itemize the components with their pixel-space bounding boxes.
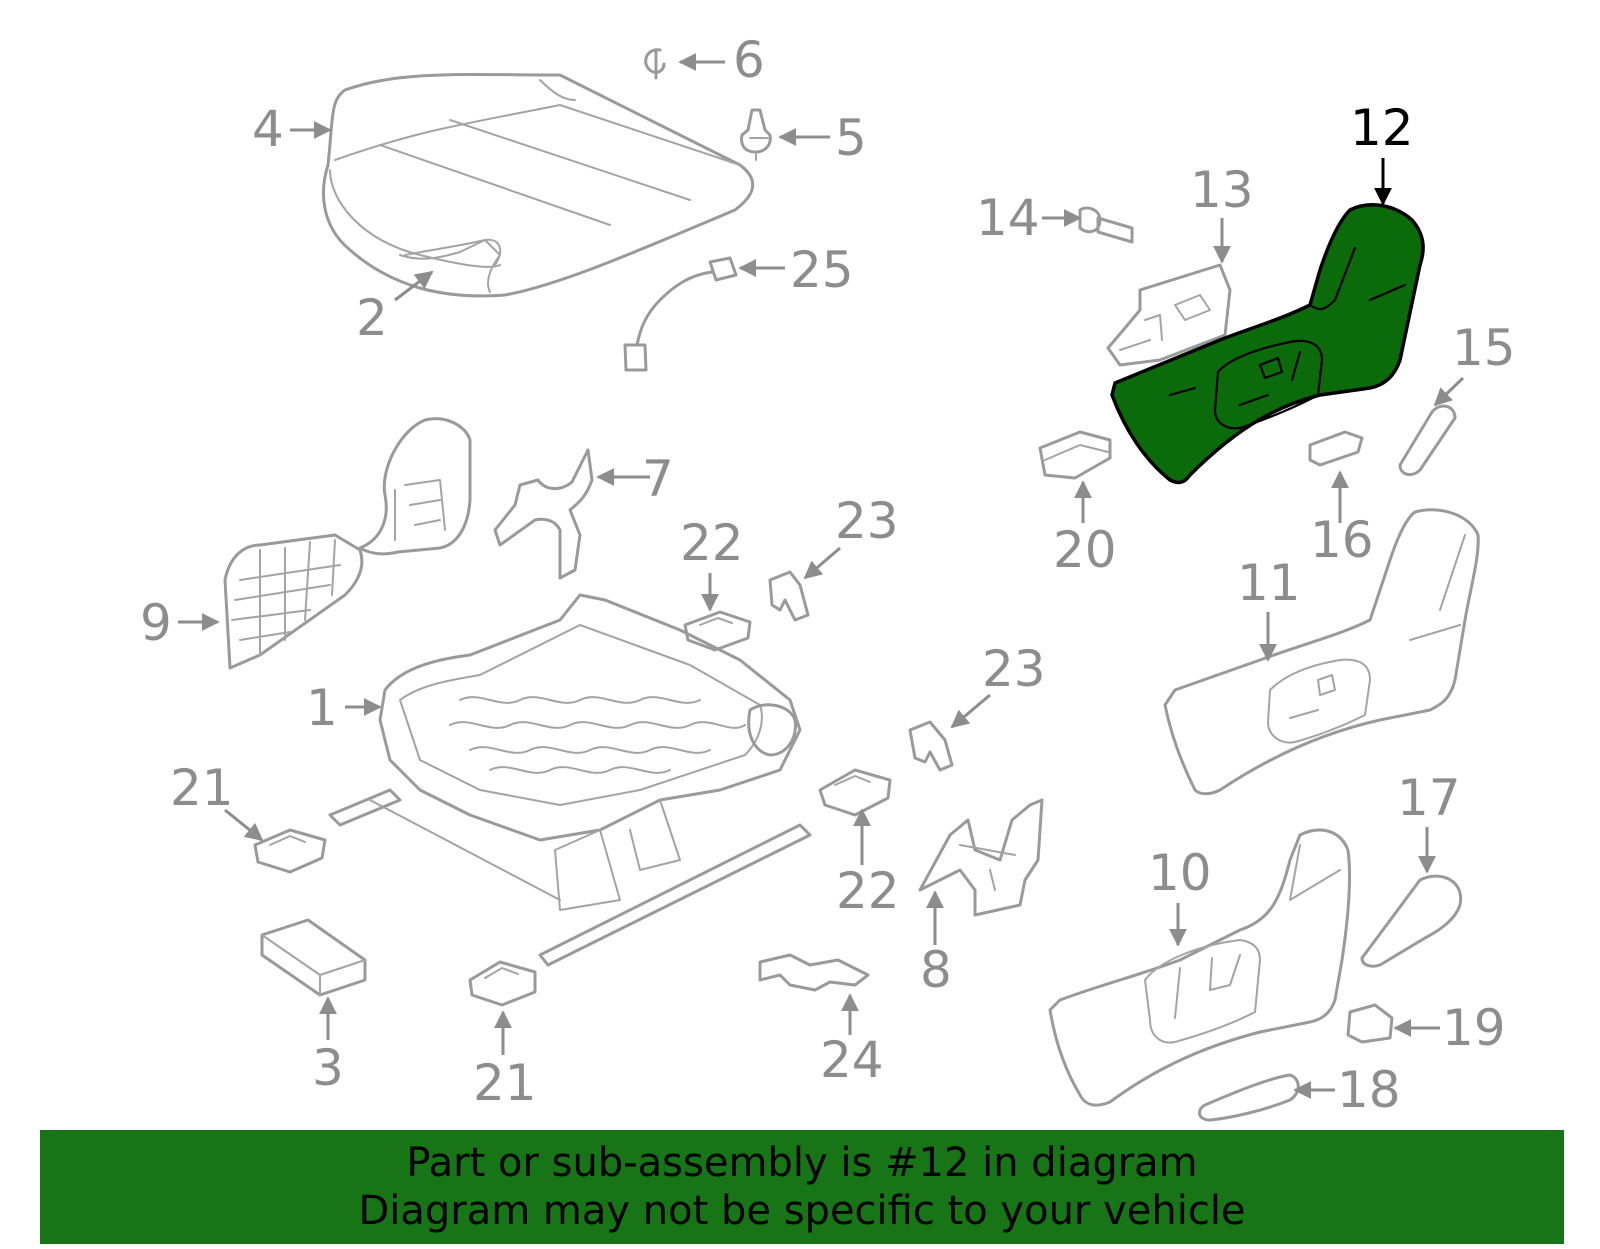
side-shield-part-11: [1163, 508, 1480, 796]
clip-part-19: [1346, 1003, 1394, 1044]
knob-part-15: [1398, 404, 1457, 477]
knob-part-17: [1360, 874, 1463, 968]
bolt-part-14: [1078, 206, 1134, 244]
callout-5: 5: [835, 109, 867, 167]
callout-18: 18: [1337, 1061, 1401, 1119]
banner-line-part-number: Part or sub-assembly is #12 in diagram: [406, 1140, 1198, 1186]
clip-part-6: [644, 48, 666, 80]
callout-23a: 23: [835, 492, 899, 550]
callout-13: 13: [1190, 161, 1254, 219]
info-banner: Part or sub-assembly is #12 in diagram D…: [40, 1130, 1564, 1244]
sensor-part-24: [758, 953, 870, 992]
callout-10: 10: [1148, 844, 1212, 902]
seat-back-panel-part-9: [223, 417, 472, 670]
callout-17: 17: [1397, 769, 1461, 827]
callout-22b: 22: [836, 862, 900, 920]
callout-14: 14: [976, 189, 1040, 247]
callout-1: 1: [306, 679, 338, 737]
callout-3: 3: [312, 1039, 344, 1097]
callout-23b: 23: [982, 640, 1046, 698]
cover-part-21b: [468, 960, 537, 1007]
callout-arrows: [178, 53, 1465, 1099]
cover-part-21a: [253, 828, 327, 874]
callout-19: 19: [1442, 999, 1506, 1057]
knob-part-16: [1308, 430, 1364, 467]
callout-2: 2: [356, 289, 388, 347]
clip-part-23a: [768, 570, 810, 622]
callout-25: 25: [790, 241, 854, 299]
callout-12-highlighted: 12: [1350, 99, 1414, 157]
callout-8: 8: [920, 941, 952, 999]
control-module-part-3: [260, 918, 367, 997]
callout-21a: 21: [170, 759, 234, 817]
callout-9: 9: [140, 594, 172, 652]
cover-part-18: [1197, 1073, 1300, 1122]
callout-21b: 21: [473, 1054, 537, 1112]
wire-harness-part-25: [623, 256, 738, 372]
bracket-part-8: [918, 798, 1044, 917]
callout-11: 11: [1237, 554, 1301, 612]
seat-switch-part-13: [1106, 263, 1232, 367]
side-shield-part-12-highlighted: [1110, 203, 1425, 485]
cover-part-22a: [683, 610, 752, 652]
clip-part-23b: [908, 720, 954, 772]
cover-part-22b: [818, 768, 892, 817]
bracket-part-7: [493, 448, 594, 580]
callout-labels: 4 2 6 5 25 7 9 1 22 23 23 22 21 21 3 24 …: [140, 31, 1516, 1119]
push-pin-part-5: [740, 108, 772, 161]
seat-cushion-part-4: [322, 72, 755, 298]
seat-frame-part-1: [328, 593, 812, 967]
callout-16: 16: [1310, 511, 1374, 569]
banner-line-disclaimer: Diagram may not be specific to your vehi…: [358, 1188, 1246, 1234]
cushion-pad-part-2: [399, 238, 502, 266]
switch-part-20: [1038, 430, 1112, 480]
callout-20: 20: [1053, 521, 1117, 579]
callout-15: 15: [1452, 319, 1516, 377]
callout-6: 6: [733, 31, 765, 89]
callout-22a: 22: [680, 514, 744, 572]
callout-4: 4: [252, 100, 284, 158]
side-shield-part-10: [1048, 828, 1352, 1107]
callout-7: 7: [642, 450, 674, 508]
callout-24: 24: [820, 1031, 884, 1089]
